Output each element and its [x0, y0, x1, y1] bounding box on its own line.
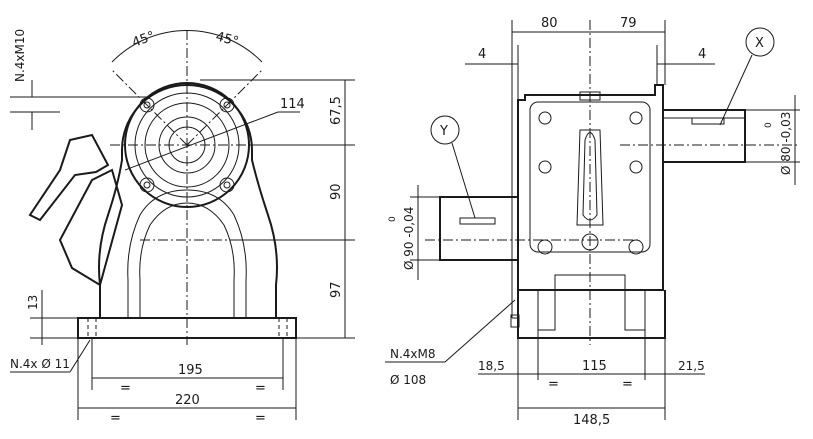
housing-body [98, 84, 278, 318]
eq-220-right: = [255, 411, 266, 426]
side-lever [28, 133, 110, 222]
dim-115-label: 115 [582, 359, 607, 374]
side-view: 80 79 4 4 X Y Ø 80 -0,03 0 Ø 90 -0,04 0 … [385, 16, 800, 428]
shaft-y-tol-upper: 0 [388, 216, 398, 222]
flange-holes-label: N.4xM8 [390, 347, 436, 361]
callout-y-circle [430, 115, 460, 145]
dim-114-label: 114 [280, 97, 305, 112]
bolt-spec-label: N.4xM10 [13, 29, 27, 82]
terminal-box [58, 168, 124, 287]
callout-x-circle [745, 27, 775, 57]
drain-plug [510, 314, 520, 328]
dim-79-label: 79 [620, 16, 637, 31]
dim-21-5-label: 21,5 [678, 359, 705, 373]
input-shaft-y [439, 196, 519, 261]
shaft-x-key [691, 117, 725, 125]
gearbox-housing [517, 84, 664, 291]
dim-4-left-label: 4 [478, 47, 486, 62]
dim-67-5-label: 67,5 [329, 96, 344, 125]
base-holes-label: N.4x Ø 11 [10, 357, 70, 371]
dim-18-5-label: 18,5 [478, 359, 505, 373]
dim-97-label: 97 [329, 281, 344, 298]
angle-arc [111, 29, 263, 63]
flange-bolts [139, 97, 235, 193]
output-shaft-x [662, 109, 746, 163]
eq-115-left: = [548, 377, 559, 392]
shaft-y-key [459, 217, 496, 225]
eq-195-left: = [120, 381, 131, 396]
shaft-x-tol-upper: 0 [764, 122, 774, 128]
callout-x-label: X [755, 36, 764, 51]
dim-4-right-label: 4 [698, 47, 706, 62]
gearbox-foot [517, 290, 666, 339]
eq-195-right: = [255, 381, 266, 396]
eq-220-left: = [110, 411, 121, 426]
shaft-y-dim-label: Ø 90 -0,04 [402, 207, 416, 270]
shaft-x-dim-label: Ø 80 -0,03 [779, 112, 793, 175]
angle-left-label: 45° [130, 29, 157, 51]
eq-115-right: = [622, 377, 633, 392]
dim-148-5-label: 148,5 [573, 413, 610, 428]
dim-80-label: 80 [541, 16, 558, 31]
dim-220-label: 220 [175, 393, 200, 408]
flange-dia-label: Ø 108 [390, 373, 426, 387]
dim-114-leader [124, 111, 279, 171]
angle-right-label: 45° [214, 29, 240, 49]
callout-y-label: Y [439, 124, 448, 139]
dim-13-label: 13 [26, 295, 40, 310]
dim-90-label: 90 [329, 183, 344, 200]
front-view: 45° 45° N.4xM10 114 67,5 90 97 13 N.4x Ø… [10, 29, 355, 426]
housing-rib-inner-2 [139, 202, 235, 318]
dim-195-label: 195 [178, 363, 203, 378]
central-boss [582, 132, 598, 221]
